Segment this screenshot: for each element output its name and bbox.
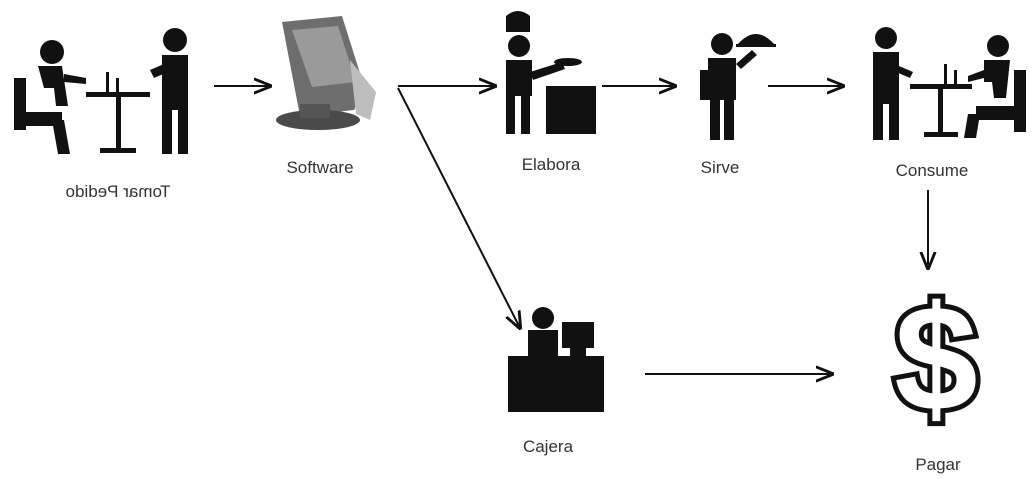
software-label: Software	[286, 158, 353, 177]
tomar-pedido-label: Tomar Pedido	[66, 182, 171, 201]
pos-terminal-icon	[276, 16, 376, 130]
diner-eating-icon	[873, 27, 1026, 140]
consume-label: Consume	[896, 161, 969, 180]
chef-cooking-icon	[506, 11, 596, 134]
pagar-label: Pagar	[915, 455, 961, 474]
edge-software-to-cajera	[397, 87, 520, 328]
sirve-label: Sirve	[701, 158, 740, 177]
edges	[214, 86, 928, 374]
cashier-register-icon	[508, 307, 604, 412]
elabora-label: Elabora	[522, 155, 581, 174]
cajera-label: Cajera	[523, 437, 574, 456]
svg-text:$: $	[894, 274, 977, 442]
waiter-taking-order-icon	[14, 28, 188, 154]
waiter-serving-icon	[700, 33, 776, 140]
dollar-sign-icon: $	[889, 269, 982, 447]
